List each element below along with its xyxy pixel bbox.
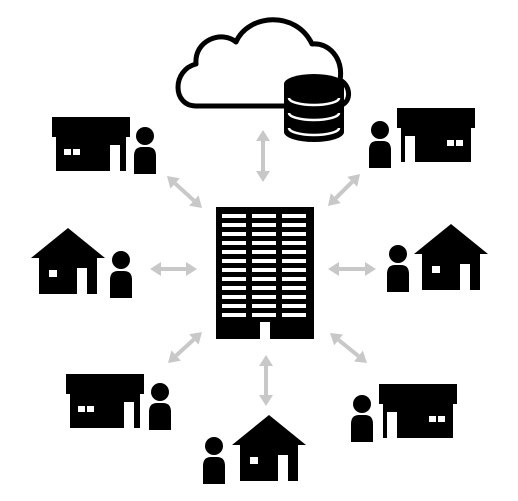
house-icon (31, 228, 105, 294)
bidirectional-arrow-icon (328, 262, 376, 276)
person-icon (387, 245, 409, 292)
bidirectional-arrow-icon (330, 333, 367, 363)
house-with-person (66, 374, 171, 430)
bidirectional-arrow-icon (150, 262, 197, 276)
person-icon (203, 437, 225, 484)
person-icon (110, 251, 132, 298)
bidirectional-arrow-icon (259, 355, 273, 406)
database-icon (284, 74, 344, 142)
house-icon (232, 415, 306, 481)
house-with-person (203, 415, 306, 484)
connectors (150, 130, 376, 406)
bidirectional-arrow-icon (328, 174, 360, 206)
house-with-person (369, 108, 475, 168)
house-with-person (31, 228, 132, 298)
house-icon (52, 117, 130, 171)
person-icon (351, 395, 373, 442)
person-icon (369, 121, 391, 168)
bidirectional-arrow-icon (256, 130, 270, 182)
house-icon (397, 108, 475, 162)
cloud-storage (175, 17, 351, 142)
bidirectional-arrow-icon (168, 332, 202, 363)
house-with-person (387, 224, 488, 292)
house-with-person (351, 384, 457, 442)
person-icon (149, 383, 171, 430)
house-icon (66, 374, 144, 428)
house-icon (379, 384, 457, 438)
houses (31, 108, 488, 484)
house-icon (414, 224, 488, 290)
house-with-person (52, 117, 156, 174)
office-building-icon (216, 207, 314, 339)
bidirectional-arrow-icon (167, 176, 202, 208)
person-icon (134, 127, 156, 174)
